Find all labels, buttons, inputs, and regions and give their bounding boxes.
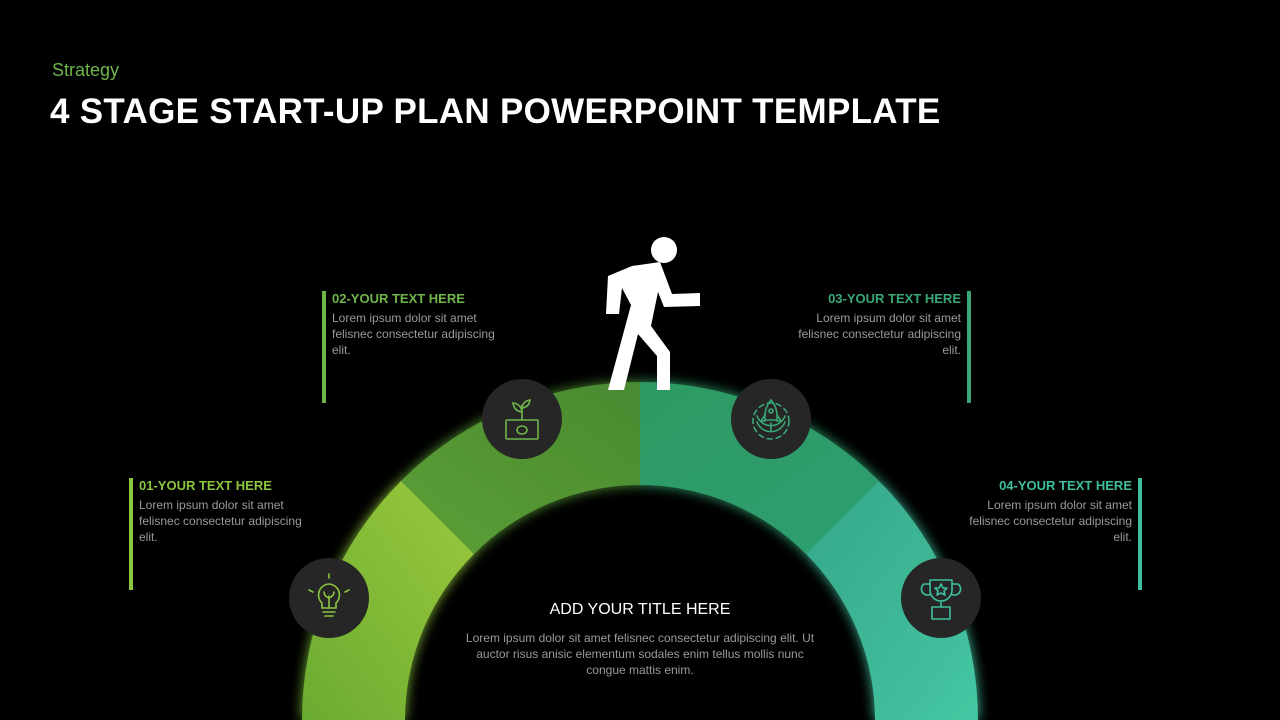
stage-4-heading: 04-YOUR TEXT HERE: [999, 478, 1132, 493]
stage-1-heading: 01-YOUR TEXT HERE: [139, 478, 272, 493]
stage-2-body: Lorem ipsum dolor sit amet felisnec cons…: [332, 311, 495, 357]
stage-3-accent-bar: [967, 291, 971, 403]
stage-4-text: 04-YOUR TEXT HERE Lorem ipsum dolor sit …: [962, 478, 1142, 590]
stage-2-segment: [401, 382, 640, 554]
stage-3-heading: 03-YOUR TEXT HERE: [828, 291, 961, 306]
stage-1-segment: [302, 481, 474, 720]
stage-1-body: Lorem ipsum dolor sit amet felisnec cons…: [139, 498, 302, 544]
stage-4-segment: [806, 481, 978, 720]
stage-4-body: Lorem ipsum dolor sit amet felisnec cons…: [969, 498, 1132, 544]
stage-1-accent-bar: [129, 478, 133, 590]
stage-3-text: 03-YOUR TEXT HERE Lorem ipsum dolor sit …: [791, 291, 971, 403]
trophy-icon: [901, 558, 981, 638]
stage-2-text: 02-YOUR TEXT HERE Lorem ipsum dolor sit …: [322, 291, 502, 403]
stage-4-accent-bar: [1138, 478, 1142, 590]
stage-2-heading: 02-YOUR TEXT HERE: [332, 291, 465, 306]
stage-3-segment: [640, 382, 879, 554]
center-title: ADD YOUR TITLE HERE: [549, 601, 731, 618]
slide-subtitle: Strategy: [52, 60, 120, 80]
walking-person-icon: [606, 237, 700, 390]
center-body: Lorem ipsum dolor sit amet felisnec cons…: [465, 631, 815, 677]
rocket-gear-icon: [731, 379, 811, 459]
stage-1-text: 01-YOUR TEXT HERE Lorem ipsum dolor sit …: [129, 478, 309, 590]
money-plant-icon: [482, 379, 562, 459]
lightbulb-icon: [289, 558, 369, 638]
stage-2-accent-bar: [322, 291, 326, 403]
slide-title: 4 STAGE START-UP PLAN POWERPOINT TEMPLAT…: [50, 92, 941, 131]
stage-3-body: Lorem ipsum dolor sit amet felisnec cons…: [798, 311, 961, 357]
